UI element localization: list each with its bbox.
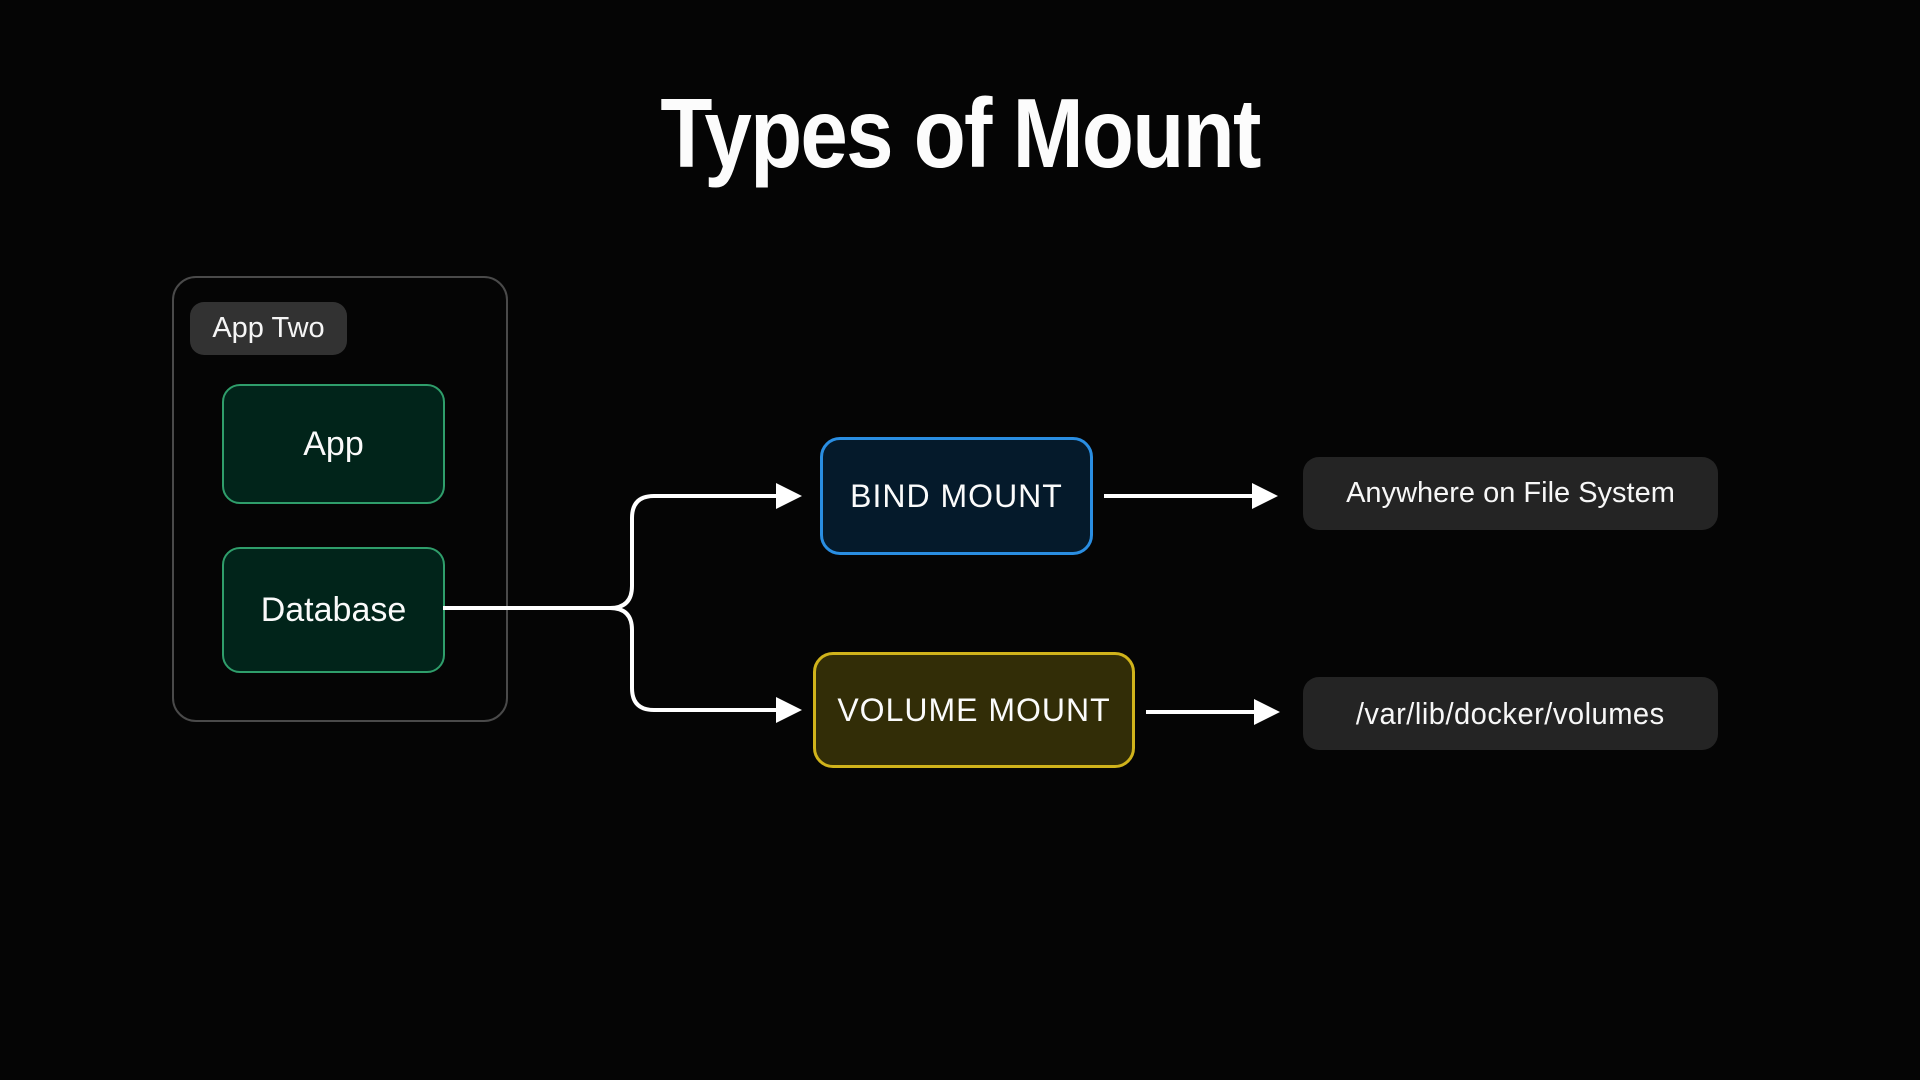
bind-mount-label: BIND MOUNT	[850, 477, 1063, 514]
node-app-label: App	[303, 424, 364, 463]
arrowhead-to-bind-mount	[776, 483, 802, 509]
volume-mount-label: VOLUME MOUNT	[837, 691, 1111, 728]
node-database-label: Database	[260, 590, 407, 629]
node-bind-mount-target: Anywhere on File System	[1303, 457, 1718, 530]
node-volume-mount: VOLUME MOUNT	[813, 652, 1135, 768]
node-database: Database	[222, 547, 445, 673]
node-app: App	[222, 384, 445, 504]
arrowhead-to-volume-target	[1254, 699, 1280, 725]
bind-mount-target-label: Anywhere on File System	[1346, 477, 1675, 509]
app-two-container: App Two App Database	[172, 276, 508, 722]
volume-mount-target-label: /var/lib/docker/volumes	[1356, 695, 1665, 731]
node-volume-mount-target: /var/lib/docker/volumes	[1303, 677, 1718, 750]
node-bind-mount: BIND MOUNT	[820, 437, 1093, 555]
arrowhead-to-bind-target	[1252, 483, 1278, 509]
arrowhead-to-volume-mount	[776, 697, 802, 723]
app-two-label: App Two	[190, 302, 347, 355]
page-title: Types of Mount	[660, 78, 1261, 188]
